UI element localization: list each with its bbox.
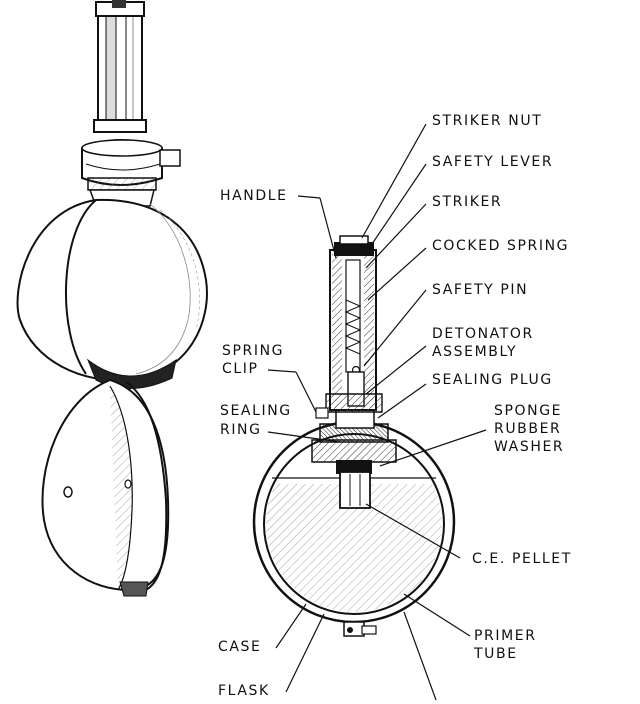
label-safety-lever: SAFETY LEVER	[432, 154, 554, 170]
exterior-handle	[93, 0, 147, 133]
label-sponge-rubber-washer-line2: RUBBER	[494, 421, 562, 437]
ce-pellet-shape	[339, 471, 371, 509]
exterior-collar	[81, 139, 181, 207]
bottom-clamp	[343, 621, 377, 637]
label-ce-pellet: C.E. PELLET	[472, 551, 572, 567]
label-spring-clip-line1: SPRING	[222, 343, 285, 359]
label-case: CASE	[218, 639, 262, 655]
exterior-lower-shell	[41, 378, 170, 597]
label-flask: FLASK	[218, 683, 270, 699]
label-detonator-assembly-line2: ASSEMBLY	[432, 344, 518, 360]
label-handle: HANDLE	[220, 188, 288, 204]
label-striker-nut: STRIKER NUT	[432, 113, 543, 129]
label-primer-tube-line2: TUBE	[474, 646, 518, 662]
label-detonator-assembly-line1: DETONATOR	[432, 326, 534, 342]
label-striker: STRIKER	[432, 194, 503, 210]
label-sponge-rubber-washer-line3: WASHER	[494, 439, 565, 455]
label-safety-pin: SAFETY PIN	[432, 282, 529, 298]
label-sealing-ring-line2: RING	[220, 422, 262, 438]
label-sealing-plug: SEALING PLUG	[432, 372, 553, 388]
label-cocked-spring: COCKED SPRING	[432, 238, 570, 254]
leader-lines	[267, 123, 487, 701]
label-spring-clip-line2: CLIP	[222, 361, 259, 377]
handle-section	[315, 235, 383, 419]
label-sponge-rubber-washer-line1: SPONGE	[494, 403, 563, 419]
label-sealing-ring-line1: SEALING	[220, 403, 292, 419]
label-primer-tube-line1: PRIMER	[474, 628, 537, 644]
